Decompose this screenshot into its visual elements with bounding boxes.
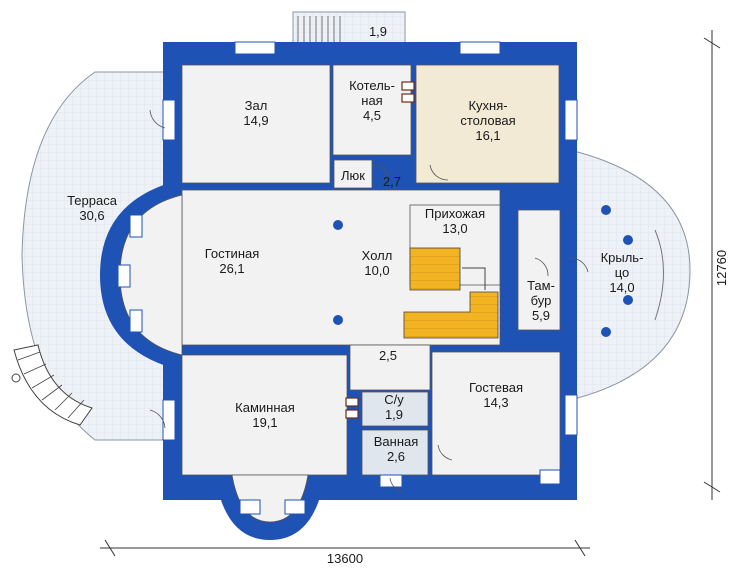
height-dimension: 12760 [714, 250, 729, 286]
room-bath [361, 429, 429, 476]
room-corridor [349, 344, 431, 391]
boiler-vents [345, 81, 415, 419]
windows [117, 41, 578, 515]
top-steps [292, 11, 406, 45]
room-tambour [517, 209, 561, 331]
luk-label: Люк [341, 168, 365, 183]
room-wc [361, 391, 429, 427]
room-fireplace [181, 354, 348, 476]
room-kitchen [415, 64, 560, 184]
hall-columns [333, 220, 343, 325]
room-luk [333, 159, 373, 189]
top-steps-area: 1,9 [369, 24, 387, 39]
door-swings [149, 109, 589, 493]
terrace [11, 71, 166, 441]
corridor-area: 2,5 [379, 348, 397, 363]
staircase [403, 247, 499, 339]
room-boiler [332, 64, 412, 156]
room-guest [431, 351, 561, 476]
dimension-lines [100, 30, 721, 557]
width-dimension: 13600 [327, 551, 363, 566]
luk-area: 2,7 [383, 174, 401, 189]
room-zal [181, 64, 331, 184]
porch [569, 149, 691, 401]
